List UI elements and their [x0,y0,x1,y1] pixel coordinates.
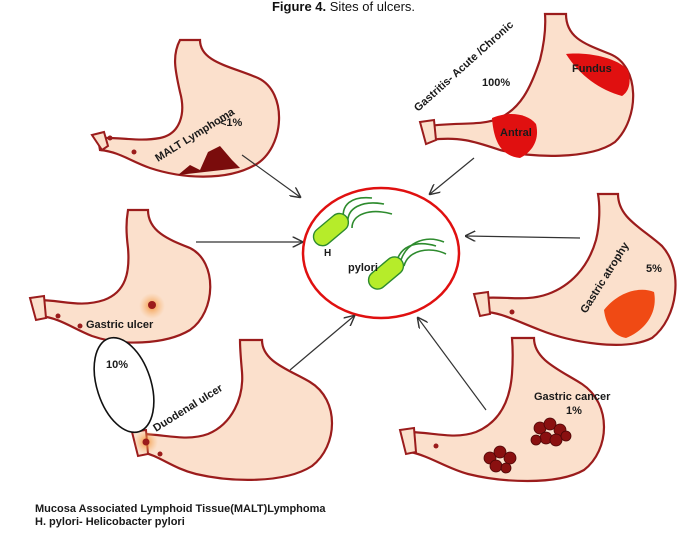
duodenal-percent: 10% [106,359,128,371]
arrow-duodenal [290,316,354,370]
gastritis-label: Gastritis- Acute /Chronic [412,19,516,114]
malt-percent: <1% [220,117,243,129]
cancer-label: Gastric cancer [534,391,611,403]
stomach-duodenal-ulcer: Duodenal ulcer 10% [83,330,332,480]
antral-label: Antral [500,127,532,139]
duodenal-label: Duodenal ulcer [151,382,225,435]
legend-h-pylori: H. pylori- Helicobacter pylori [35,516,185,529]
legend-malt: Mucosa Associated Lymphoid Tissue(MALT)L… [35,503,326,516]
duodenal-ulcer-site [143,439,150,446]
stomach-malt-lymphoma: MALT Lymphoma <1% [92,40,279,177]
arrow-gastritis [430,158,474,194]
arrow-cancer [418,318,486,410]
stomach-gastric-atrophy: Gastric atrophy 5% [474,194,675,345]
stomach-gastric-ulcer: Gastric ulcer [30,210,210,343]
h-pylori-h: H [324,248,331,259]
atrophy-percent: 5% [646,263,662,275]
arrow-atrophy [466,236,580,238]
gastric-ulcer-label: Gastric ulcer [86,319,154,331]
stomach-gastric-cancer: Gastric cancer 1% [400,338,611,481]
gastritis-percent: 100% [482,77,510,89]
arrow-malt [242,155,300,197]
cancer-percent: 1% [566,405,582,417]
stomach-gastritis: Gastritis- Acute /Chronic 100% Fundus An… [412,14,633,158]
h-pylori-center: H pylori [303,188,459,318]
gastric-ulcer-site [148,301,156,309]
fundus-label: Fundus [572,63,612,75]
h-pylori-word: pylori [348,262,378,274]
